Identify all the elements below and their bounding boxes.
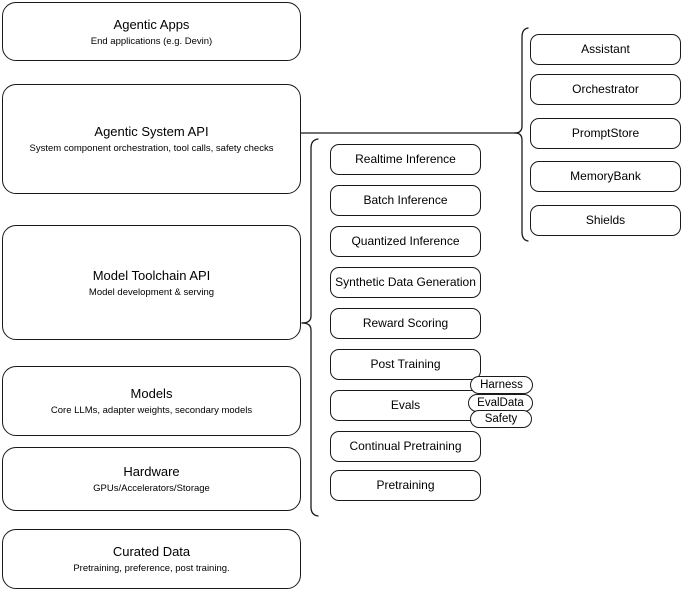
- layer-agentic-system-api[interactable]: Agentic System API System component orch…: [2, 84, 301, 194]
- right-brace-lower: [514, 132, 529, 242]
- capability-label: Evals: [390, 398, 421, 412]
- capability-batch-inference[interactable]: Batch Inference: [330, 185, 481, 216]
- capability-label: Realtime Inference: [355, 152, 456, 166]
- capability-label: Synthetic Data Generation: [335, 275, 476, 289]
- capability-label: Batch Inference: [363, 193, 448, 207]
- capability-label: Continual Pretraining: [349, 439, 462, 453]
- layer-hardware[interactable]: Hardware GPUs/Accelerators/Storage: [2, 447, 301, 511]
- component-memorybank[interactable]: MemoryBank: [530, 161, 681, 192]
- capability-quantized-inference[interactable]: Quantized Inference: [330, 226, 481, 257]
- layer-title: Models: [130, 386, 173, 401]
- capability-pretraining[interactable]: Pretraining: [330, 470, 481, 501]
- middle-brace-upper: [301, 138, 319, 324]
- layer-subtitle: GPUs/Accelerators/Storage: [93, 483, 210, 494]
- layer-title: Agentic System API: [94, 124, 209, 139]
- evals-tag-safety[interactable]: Safety: [470, 410, 532, 428]
- capability-label: Pretraining: [376, 478, 435, 492]
- component-label: Shields: [585, 213, 626, 227]
- component-label: PromptStore: [571, 126, 640, 140]
- right-brace-upper: [514, 27, 529, 134]
- capability-label: Post Training: [370, 357, 441, 371]
- component-label: Assistant: [581, 42, 630, 56]
- layer-subtitle: End applications (e.g. Devin): [90, 35, 213, 47]
- capability-continual-pretraining[interactable]: Continual Pretraining: [330, 431, 481, 462]
- evals-tag-label: EvalData: [477, 397, 524, 409]
- component-shields[interactable]: Shields: [530, 205, 681, 236]
- evals-tag-label: Harness: [480, 379, 523, 391]
- capability-label: Quantized Inference: [351, 234, 460, 248]
- capability-synthetic-data-generation[interactable]: Synthetic Data Generation: [330, 267, 481, 298]
- capability-reward-scoring[interactable]: Reward Scoring: [330, 308, 481, 339]
- capability-evals[interactable]: Evals: [330, 390, 481, 421]
- component-orchestrator[interactable]: Orchestrator: [530, 74, 681, 105]
- layer-subtitle: Model development & serving: [88, 286, 215, 298]
- component-assistant[interactable]: Assistant: [530, 34, 681, 65]
- layer-title: Agentic Apps: [113, 16, 190, 32]
- capability-label: Reward Scoring: [362, 316, 449, 330]
- layer-title: Model Toolchain API: [92, 267, 211, 283]
- layer-model-toolchain-api[interactable]: Model Toolchain API Model development & …: [2, 225, 301, 340]
- evals-tag-evaldata[interactable]: EvalData: [468, 394, 533, 412]
- layer-title: Curated Data: [112, 544, 191, 559]
- capability-realtime-inference[interactable]: Realtime Inference: [330, 144, 481, 175]
- layer-curated-data[interactable]: Curated Data Pretraining, preference, po…: [2, 529, 301, 589]
- middle-brace-lower: [301, 322, 319, 517]
- layer-agentic-apps[interactable]: Agentic Apps End applications (e.g. Devi…: [2, 2, 301, 61]
- capability-post-training[interactable]: Post Training: [330, 349, 481, 380]
- evals-tag-harness[interactable]: Harness: [470, 376, 533, 394]
- layer-subtitle: Pretraining, preference, post training.: [73, 563, 230, 574]
- layer-subtitle: Core LLMs, adapter weights, secondary mo…: [50, 405, 253, 416]
- component-label: Orchestrator: [572, 82, 639, 96]
- layer-subtitle: System component orchestration, tool cal…: [29, 143, 274, 154]
- component-label: MemoryBank: [570, 169, 641, 183]
- layer-title: Hardware: [123, 464, 180, 479]
- evals-tag-label: Safety: [484, 413, 518, 425]
- component-promptstore[interactable]: PromptStore: [530, 118, 681, 149]
- layer-models[interactable]: Models Core LLMs, adapter weights, secon…: [2, 366, 301, 436]
